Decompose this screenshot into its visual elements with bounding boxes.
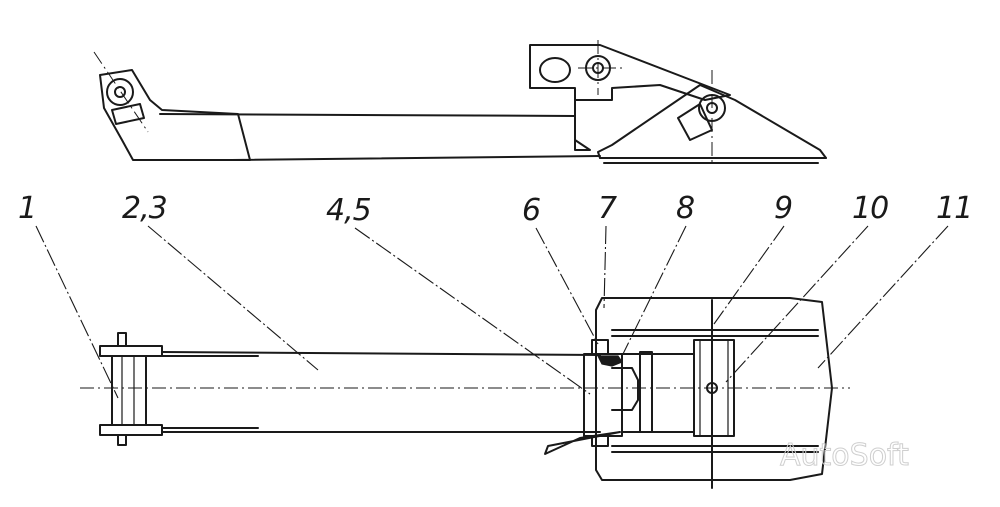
left-pivot-axis [93, 51, 149, 133]
leader-10 [725, 225, 869, 383]
skid-hinge-drum [693, 339, 735, 437]
callout-10: 10 [852, 191, 888, 226]
left-pin-body [111, 355, 147, 426]
callout-11: 11 [936, 191, 972, 226]
left-clevis-bottom-plate [99, 424, 163, 436]
callout-9: 9 [774, 191, 792, 226]
leader-9 [713, 225, 785, 325]
upper-hinge-block [529, 44, 731, 151]
skid-plan-outline [595, 297, 833, 481]
leader-6 [535, 227, 599, 345]
callout-7: 7 [598, 191, 617, 226]
left-pivot-outer [106, 78, 134, 106]
callout-1: 1 [18, 191, 36, 226]
left-pin-head-bottom [117, 434, 127, 446]
leader-11 [817, 225, 949, 369]
right-clevis-lock [611, 367, 639, 411]
skid-link-block [639, 351, 653, 433]
left-pivot-inner [114, 86, 126, 98]
callout-labels: 1 2,3 4,5 6 7 8 9 10 11 [18, 191, 973, 228]
callout-4-5: 4,5 [326, 193, 371, 228]
arm-top-line [159, 113, 576, 117]
leader-7 [603, 225, 607, 309]
leader-4-5 [354, 227, 591, 395]
arm-bottom-line [231, 155, 601, 161]
right-clevis-body [583, 353, 623, 437]
leader-lines [35, 225, 949, 399]
leader-1 [35, 225, 119, 399]
skid-side [597, 84, 827, 159]
upper-hinge-slot [539, 57, 571, 83]
left-bracket-side [99, 69, 251, 161]
left-pin-head-top [117, 332, 127, 347]
callout-8: 8 [676, 191, 694, 226]
plan-view [80, 297, 850, 489]
left-clevis-top-plate [99, 345, 163, 357]
right-clevis-spring [597, 355, 623, 367]
watermark: AutoSoft [780, 438, 909, 473]
plan-arm-top [161, 351, 601, 356]
right-clevis-head-top [591, 339, 609, 355]
callout-2-3: 2,3 [122, 191, 167, 226]
cotter-pin [544, 431, 621, 455]
leader-2-3 [147, 225, 319, 371]
callout-6: 6 [522, 193, 540, 228]
left-pivot-block [111, 103, 145, 125]
leader-8 [621, 225, 687, 357]
side-view [93, 40, 827, 165]
